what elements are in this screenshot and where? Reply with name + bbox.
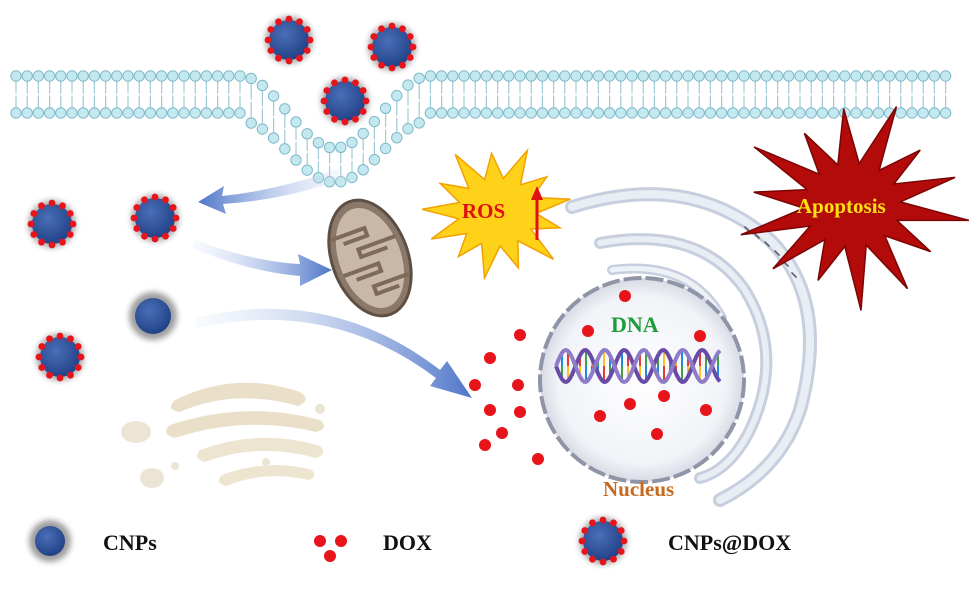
cnp-dox-particle [27,199,77,249]
legend-dox-icon [314,535,347,562]
legend-cnp-dox-particle [578,516,628,566]
dox-molecule [514,329,526,341]
dox-molecule [484,352,496,364]
dox-molecule [532,453,544,465]
legend-label-cnps: CNPs [103,530,157,555]
cnp-dox-particle [130,193,180,243]
apoptosis-label: Apoptosis [797,194,886,218]
legend-cnp-icon [29,520,71,562]
dox-molecule [700,404,712,416]
particles [27,15,712,465]
golgi-apparatus [121,382,325,488]
cnp-dox-particle [35,332,85,382]
arrow-to-mitochondrion [192,240,332,286]
mitochondrion [327,198,413,318]
legend-cnp-particle [29,520,71,562]
ros-burst [422,147,571,281]
legend-symbols [29,516,628,566]
arrow-to-cytoplasm [198,168,346,214]
dox-molecule [694,330,706,342]
dox-molecule [651,428,663,440]
cnp-dox-particle [367,22,417,72]
dox-molecule [619,290,631,302]
dox-molecule [496,427,508,439]
dna-helix [554,347,722,385]
ros-label: ROS [462,199,506,223]
cnp-dox-particle [320,76,370,126]
cnp-dox-particle [264,15,314,65]
legend-label-dox: DOX [383,530,432,555]
endoplasmic-reticulum [565,187,817,507]
dox-molecule [512,379,524,391]
cnp-particle [129,292,177,340]
dox-molecule [469,379,481,391]
apoptosis-burst [740,106,969,311]
dox-molecule [514,406,526,418]
legend-cnp-dox-icon [578,516,628,566]
uptake-arrows [192,168,472,398]
arrow-to-nucleus [195,308,472,398]
ros-increase-arrow-icon [531,186,543,240]
nucleus-label: Nucleus [603,477,675,501]
dna-label: DNA [611,312,659,337]
cell-membrane [10,70,952,188]
dox-molecule [624,398,636,410]
dox-molecule [582,325,594,337]
legend-label-cnps-dox: CNPs@DOX [668,530,792,555]
dox-molecule [479,439,491,451]
dox-molecule [658,390,670,402]
dox-molecule [484,404,496,416]
dox-molecule [594,410,606,422]
